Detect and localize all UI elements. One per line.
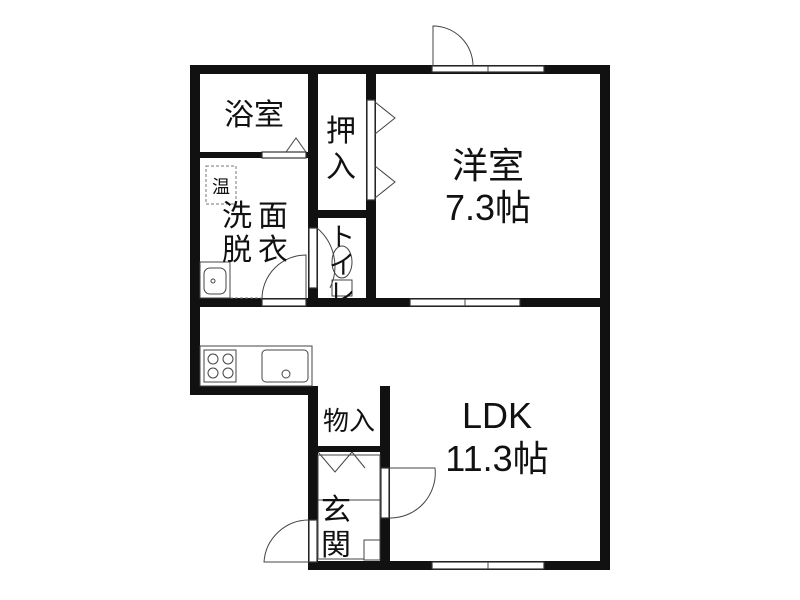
entrance-label-1: 玄 <box>321 494 351 527</box>
bath-label: 浴室 <box>224 99 284 132</box>
storage-label: 物入 <box>323 406 375 436</box>
entrance-label-2: 関 <box>321 529 351 562</box>
toilet-bowl <box>331 245 353 297</box>
closet-label-1: 押 <box>326 115 356 148</box>
washroom-label-1b: 面 <box>258 200 288 233</box>
water-heater-label: 温 <box>212 177 230 197</box>
washroom-label-2b: 衣 <box>258 234 288 267</box>
water-heater-box <box>205 165 237 205</box>
walls <box>190 65 610 570</box>
washroom-label-1a: 洗 <box>222 200 252 233</box>
washroom-label-2a: 脱 <box>222 234 252 267</box>
toilet-label-3: レ <box>329 278 355 308</box>
toilet-label-2: イ <box>329 250 355 280</box>
fixtures <box>199 165 353 387</box>
kitchen-counter <box>199 345 313 387</box>
wash-basin <box>199 261 231 299</box>
labels: 浴室 押 入 温 洗 面 脱 衣 ト イ レ 洋室 7.3帖 物入 玄 関 LD… <box>212 99 549 562</box>
ldk-name: LDK <box>462 395 532 436</box>
openings <box>261 65 545 570</box>
door-swings <box>261 25 474 563</box>
closet-label-2: 入 <box>326 151 356 184</box>
western-room-name: 洋室 <box>452 145 524 186</box>
ldk-size: 11.3帖 <box>445 438 548 479</box>
western-room-size: 7.3帖 <box>445 187 531 228</box>
toilet-label-1: ト <box>329 222 355 252</box>
